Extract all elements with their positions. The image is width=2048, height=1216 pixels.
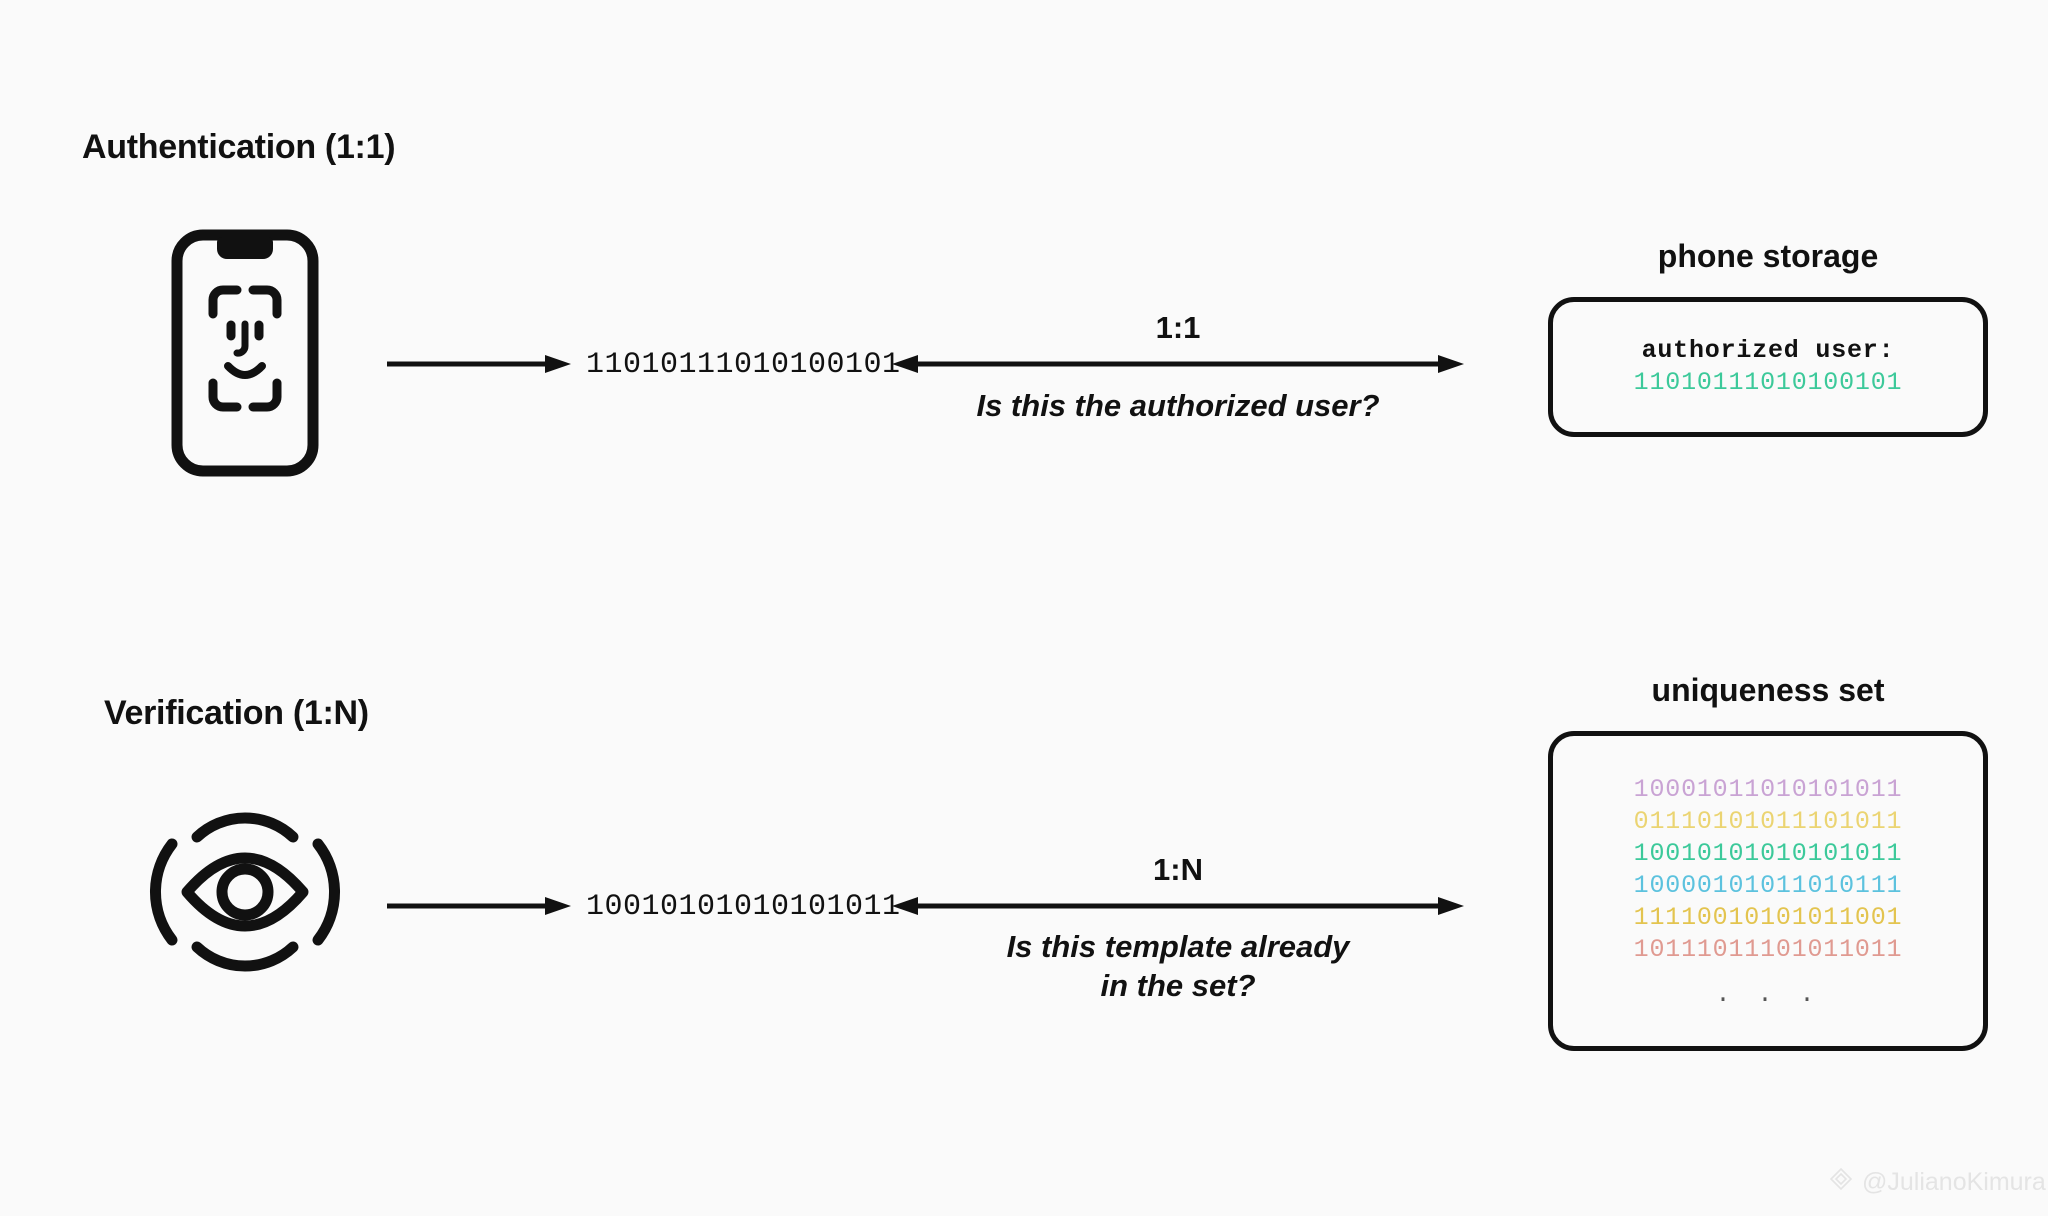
uniqueness-entry: 01110101011101011 [1633,806,1903,836]
diamond-logo-icon [1828,1166,1854,1199]
section-heading-authentication: Authentication (1:1) [82,128,396,166]
authorized-user-value: 11010111010100101 [1633,368,1903,397]
watermark: @JulianoKimura [1828,1166,2046,1199]
binary-template-verification: 10010101010101011 [586,890,901,924]
panel-title-uniqueness-set: uniqueness set [1651,672,1885,708]
authorized-user-label: authorized user: [1641,336,1895,365]
question-label-authentication: Is this the authorized user? [976,388,1380,423]
uniqueness-entry: 11110010101011001 [1633,902,1903,932]
arrow-template-extract-authentication [387,355,571,373]
panel-title-phone-storage: phone storage [1657,238,1879,274]
arrow-compare-verification [892,897,1464,915]
uniqueness-entry: 10111011101011011 [1633,934,1903,964]
uniqueness-set-ellipsis: . . . [1715,979,1821,1009]
section-heading-verification: Verification (1:N) [104,694,369,732]
question-label-verification: Is this template already in the set? [1006,929,1350,1003]
ratio-label-verification: 1:N [1153,852,1203,887]
uniqueness-entry: 10001011010101011 [1633,774,1903,804]
arrow-compare-authentication [892,355,1464,373]
uniqueness-entry: 10010101010101011 [1633,838,1903,868]
iris-scan-eye-icon [140,792,350,997]
ratio-label-authentication: 1:1 [1155,310,1201,345]
panel-phone-storage: phone storage authorized user: 110101110… [1548,238,1988,437]
watermark-handle: @JulianoKimura [1862,1168,2046,1196]
arrow-template-extract-verification [387,897,571,915]
storage-box-phone: authorized user: 11010111010100101 [1548,297,1988,437]
face-id-phone-icon [170,228,320,483]
uniqueness-entry: 10000101011010111 [1633,870,1903,900]
binary-template-authentication: 11010111010100101 [586,348,901,382]
